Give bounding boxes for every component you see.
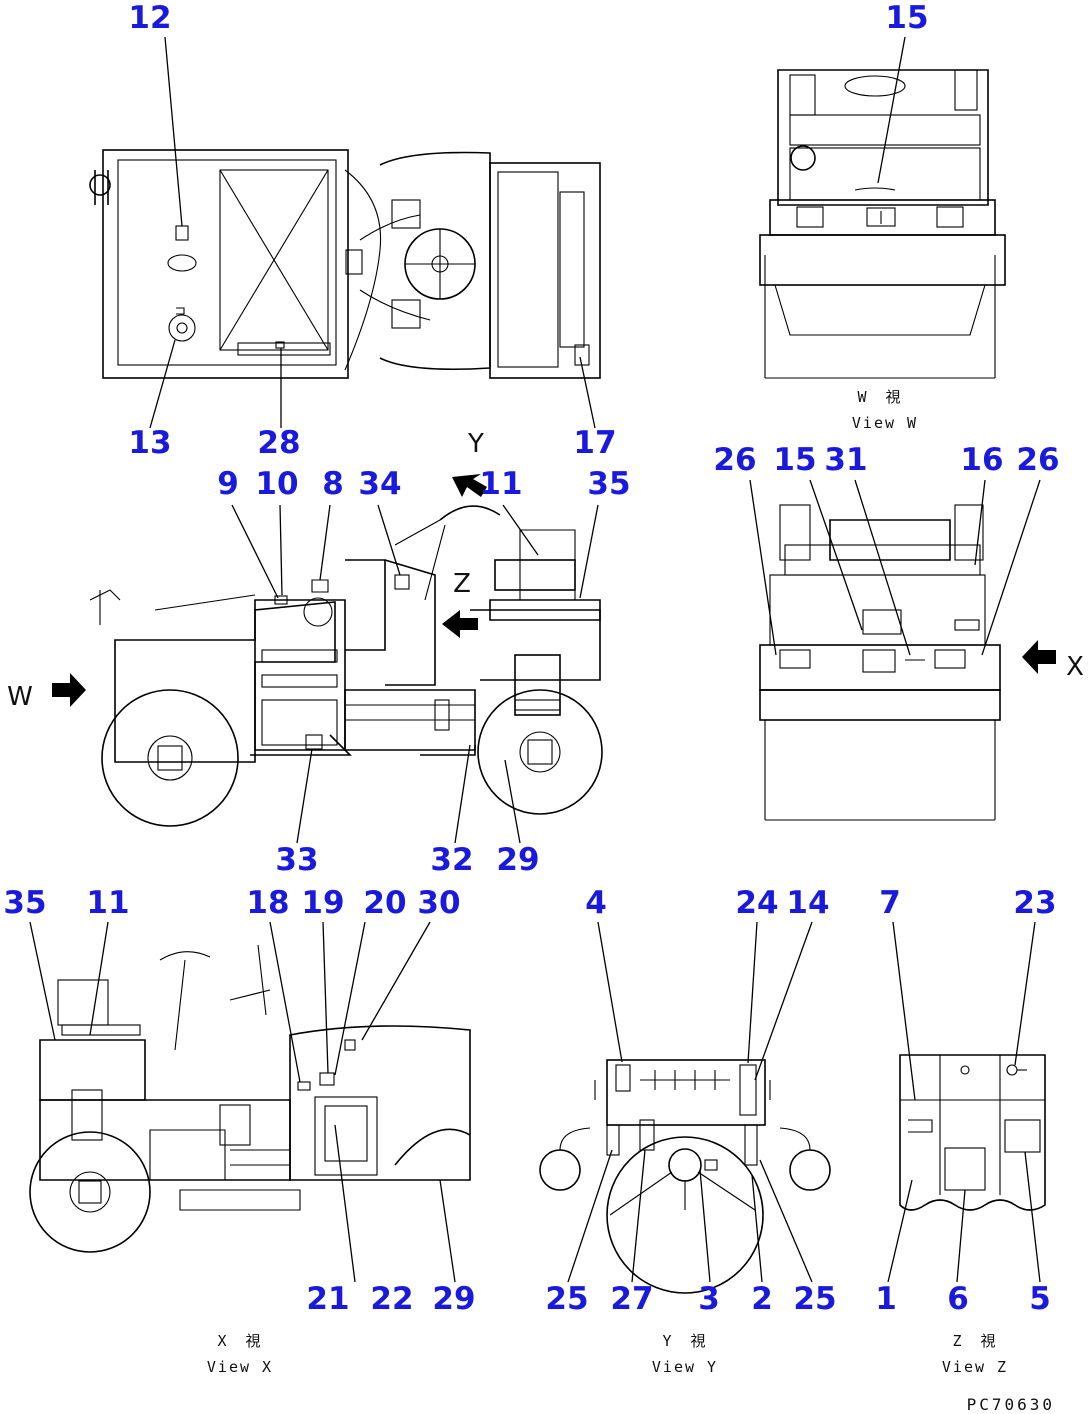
view-z-leaders <box>887 921 1041 1283</box>
view-y-caption: View Y <box>652 1358 718 1376</box>
callout-5: 5 <box>1029 1281 1051 1317</box>
callout-25-right: 25 <box>793 1281 836 1317</box>
view-x-callouts: 26 15 31 16 26 <box>713 442 1059 478</box>
callout-25-left: 25 <box>545 1281 588 1317</box>
side-view-leaders <box>231 504 599 844</box>
callout-16: 16 <box>960 442 1003 478</box>
side-view-arrows: W Y Z <box>7 429 487 712</box>
callout-30: 30 <box>417 885 460 921</box>
callout-9: 9 <box>217 466 239 502</box>
top-view-callouts: 12 13 28 17 <box>128 0 616 461</box>
view-w <box>759 69 1006 379</box>
callout-15-view-w: 15 <box>885 0 928 36</box>
view-w-caption: View W <box>852 414 918 432</box>
callout-24: 24 <box>735 885 778 921</box>
callout-6: 6 <box>947 1281 969 1317</box>
callout-15-view-x: 15 <box>773 442 816 478</box>
callout-2: 2 <box>751 1281 773 1317</box>
callout-4: 4 <box>585 885 607 921</box>
callout-22: 22 <box>370 1281 413 1317</box>
view-z-callouts: 7 23 1 6 5 <box>875 885 1056 1317</box>
tag-w: W <box>7 682 33 712</box>
callout-8: 8 <box>322 466 344 502</box>
callout-29-detail: 29 <box>432 1281 475 1317</box>
callout-35-detail: 35 <box>3 885 46 921</box>
callout-7: 7 <box>879 885 901 921</box>
view-z <box>899 1054 1046 1211</box>
view-x-leaders <box>749 479 1041 656</box>
view-y-callouts: 4 24 14 25 27 3 2 25 <box>545 885 836 1317</box>
callout-35: 35 <box>587 466 630 502</box>
callout-18: 18 <box>246 885 289 921</box>
view-w-caption-kanji: W 視 <box>857 388 902 406</box>
callout-34: 34 <box>358 466 401 502</box>
callout-19: 19 <box>301 885 344 921</box>
arrow-z <box>442 610 478 638</box>
callout-11-detail: 11 <box>86 885 129 921</box>
callout-14: 14 <box>786 885 829 921</box>
view-x-detail-leaders <box>29 921 456 1283</box>
callout-20: 20 <box>363 885 406 921</box>
callout-17: 17 <box>573 425 616 461</box>
top-view-leaders <box>149 36 596 429</box>
view-z-caption: View Z <box>942 1358 1008 1376</box>
callout-23: 23 <box>1013 885 1056 921</box>
callout-12: 12 <box>128 0 171 36</box>
callout-3: 3 <box>698 1281 720 1317</box>
callout-21: 21 <box>306 1281 349 1317</box>
view-y-leaders <box>567 921 813 1283</box>
view-z-caption-kanji: Z 視 <box>952 1332 997 1350</box>
callout-10: 10 <box>255 466 298 502</box>
callout-32: 32 <box>430 842 473 878</box>
view-y <box>539 1059 831 1294</box>
callout-31: 31 <box>824 442 867 478</box>
callout-1: 1 <box>875 1281 897 1317</box>
top-view <box>89 149 601 379</box>
arrow-w <box>52 673 86 707</box>
callout-11: 11 <box>479 466 522 502</box>
view-y-caption-kanji: Y 視 <box>662 1332 707 1350</box>
arrow-y <box>452 474 487 497</box>
arrow-x <box>1022 640 1056 674</box>
view-x-detail-callouts: 35 11 18 19 20 30 21 22 29 <box>3 885 475 1317</box>
tag-x: X <box>1066 652 1084 682</box>
drawing-code: PC70630 <box>967 1395 1055 1414</box>
view-x <box>759 504 1001 821</box>
view-x-caption-kanji: X 視 <box>217 1332 262 1350</box>
callout-28: 28 <box>257 425 300 461</box>
callout-33: 33 <box>275 842 318 878</box>
callout-27: 27 <box>610 1281 653 1317</box>
view-x-detail <box>29 944 471 1253</box>
callout-13: 13 <box>128 425 171 461</box>
callout-26-left: 26 <box>713 442 756 478</box>
callout-29: 29 <box>496 842 539 878</box>
tag-y: Y <box>467 429 484 459</box>
view-x-caption: View X <box>207 1358 273 1376</box>
callout-26-right: 26 <box>1016 442 1059 478</box>
side-view <box>89 505 603 827</box>
side-view-callouts: 9 10 8 34 11 35 33 32 29 <box>217 466 630 878</box>
tag-z: Z <box>453 569 471 599</box>
